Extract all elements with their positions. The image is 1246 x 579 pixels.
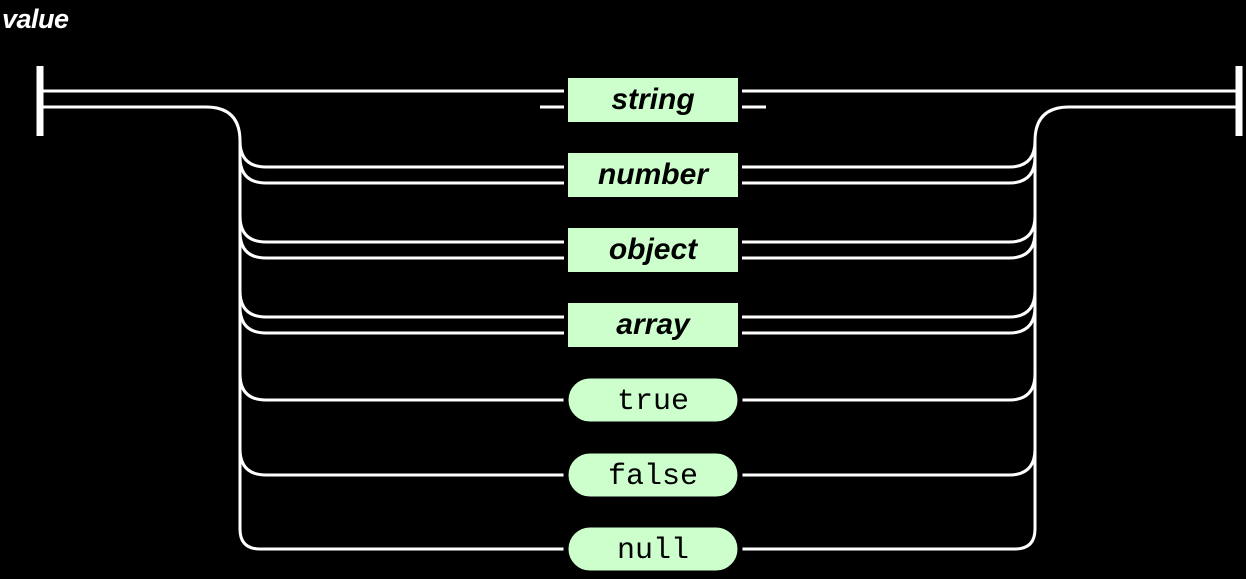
node-number-box[interactable] (564, 149, 742, 201)
rail-array-out-lower (740, 306, 1037, 335)
node-object-label: object (609, 233, 699, 266)
node-number-label: number (598, 158, 710, 191)
node-string-label: string (611, 83, 694, 116)
diagram-title: value (2, 4, 69, 34)
node-null-capsule[interactable] (563, 522, 743, 576)
node-false-label: false (608, 460, 698, 494)
node-array-label: array (616, 308, 691, 341)
rail-array-in-upper (238, 290, 566, 319)
rail-array-in-lower (238, 306, 566, 335)
node-string-box[interactable] (564, 74, 742, 126)
node-array-box[interactable] (564, 299, 742, 351)
rail-true-in (238, 373, 570, 402)
node-true-label: true (617, 385, 689, 419)
rail-false-in (238, 448, 570, 477)
rail-array-out-upper (740, 290, 1037, 319)
rail-object-in-upper (238, 215, 566, 244)
rail-number-in-upper (238, 140, 566, 169)
node-object-box[interactable] (564, 224, 742, 276)
node-false-capsule[interactable] (563, 448, 743, 502)
node-true-capsule[interactable] (563, 373, 743, 427)
rail-number-out-upper (740, 140, 1037, 169)
rail-merge-right-spine (1014, 105, 1239, 551)
rail-false-out (736, 448, 1037, 477)
rail-object-out-lower (740, 231, 1037, 260)
rail-number-in-lower (238, 156, 566, 185)
rail-number-out-lower (740, 156, 1037, 185)
node-null-label: null (617, 534, 689, 568)
rail-object-out-upper (740, 215, 1037, 244)
rail-fork-left-spine (40, 105, 261, 551)
rail-object-in-lower (238, 231, 566, 260)
rail-true-out (736, 373, 1037, 402)
